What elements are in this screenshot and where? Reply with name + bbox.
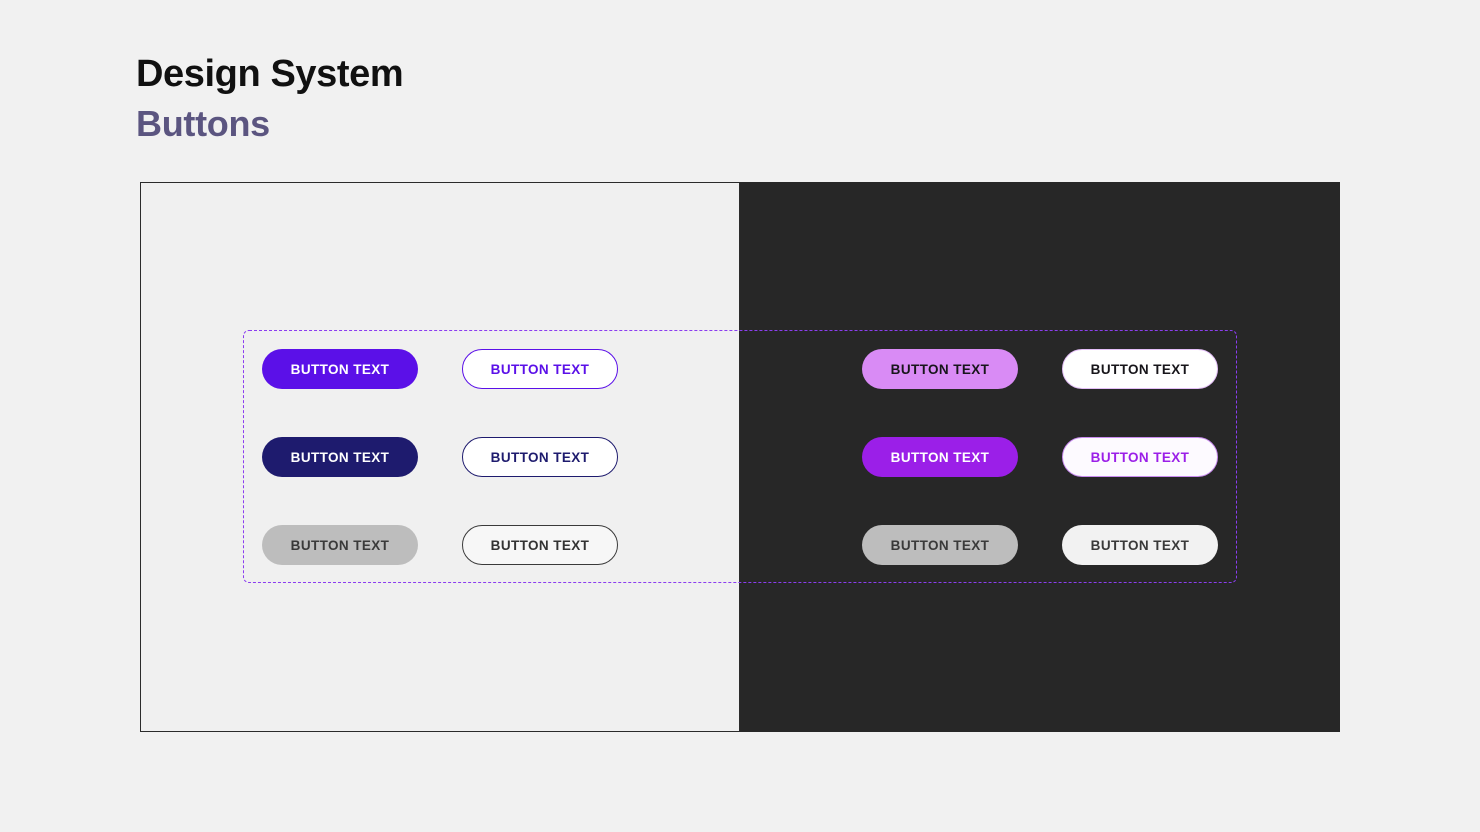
light-outline-disabled-button: BUTTON TEXT xyxy=(462,525,618,565)
light-theme-panel xyxy=(140,182,740,732)
light-primary-hover-button[interactable]: BUTTON TEXT xyxy=(262,437,418,477)
dark-outline-default-button[interactable]: BUTTON TEXT xyxy=(1062,349,1218,389)
dark-theme-panel xyxy=(740,182,1340,732)
dark-theme-button-grid: BUTTON TEXT BUTTON TEXT BUTTON TEXT BUTT… xyxy=(862,349,1218,565)
dark-outline-disabled-button: BUTTON TEXT xyxy=(1062,525,1218,565)
light-theme-button-grid: BUTTON TEXT BUTTON TEXT BUTTON TEXT BUTT… xyxy=(262,349,618,565)
light-primary-disabled-button: BUTTON TEXT xyxy=(262,525,418,565)
dark-primary-hover-button[interactable]: BUTTON TEXT xyxy=(862,437,1018,477)
dark-primary-default-button[interactable]: BUTTON TEXT xyxy=(862,349,1018,389)
dark-primary-disabled-button: BUTTON TEXT xyxy=(862,525,1018,565)
button-showcase-canvas: BUTTON TEXT BUTTON TEXT BUTTON TEXT BUTT… xyxy=(140,182,1340,732)
dark-outline-hover-button[interactable]: BUTTON TEXT xyxy=(1062,437,1218,477)
light-outline-default-button[interactable]: BUTTON TEXT xyxy=(462,349,618,389)
light-primary-default-button[interactable]: BUTTON TEXT xyxy=(262,349,418,389)
heading-block: Design System Buttons xyxy=(136,50,404,148)
page-subtitle: Buttons xyxy=(136,103,270,144)
light-outline-hover-button[interactable]: BUTTON TEXT xyxy=(462,437,618,477)
page-title: Design System xyxy=(136,53,404,95)
